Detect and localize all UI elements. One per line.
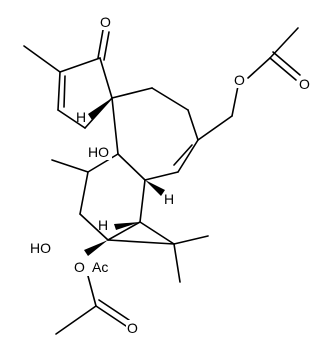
six-membered-ring: [51, 153, 146, 241]
ring-acetate-extra-label: Ac: [92, 259, 108, 275]
atom-labels: O O O HO HO O Ac O H H H: [28, 14, 312, 336]
seven-membered-ring: [111, 85, 239, 181]
stereo-h-label-3: H: [98, 217, 108, 233]
upper-hydroxyl-label: HO: [88, 144, 109, 160]
ketone-oxygen-label: O: [100, 14, 111, 30]
upper-ester-oxygen-label: O: [234, 72, 245, 88]
stereo-wedges: [84, 98, 165, 256]
upper-acetate-group: [247, 27, 301, 81]
cyclopentenone-ring: [23, 29, 113, 129]
stereo-h-label-2: H: [164, 191, 174, 207]
ring-acetate-oxygen-label: O: [74, 259, 85, 275]
lower-acetate-group: [55, 275, 130, 335]
cyclopropane-ring: [107, 221, 209, 283]
lower-carbonyl-oxygen-label: O: [127, 320, 138, 336]
lower-hydroxyl-label: HO: [30, 240, 51, 256]
upper-carbonyl-oxygen-label: O: [299, 76, 310, 92]
stereo-h-label-1: H: [76, 109, 86, 125]
